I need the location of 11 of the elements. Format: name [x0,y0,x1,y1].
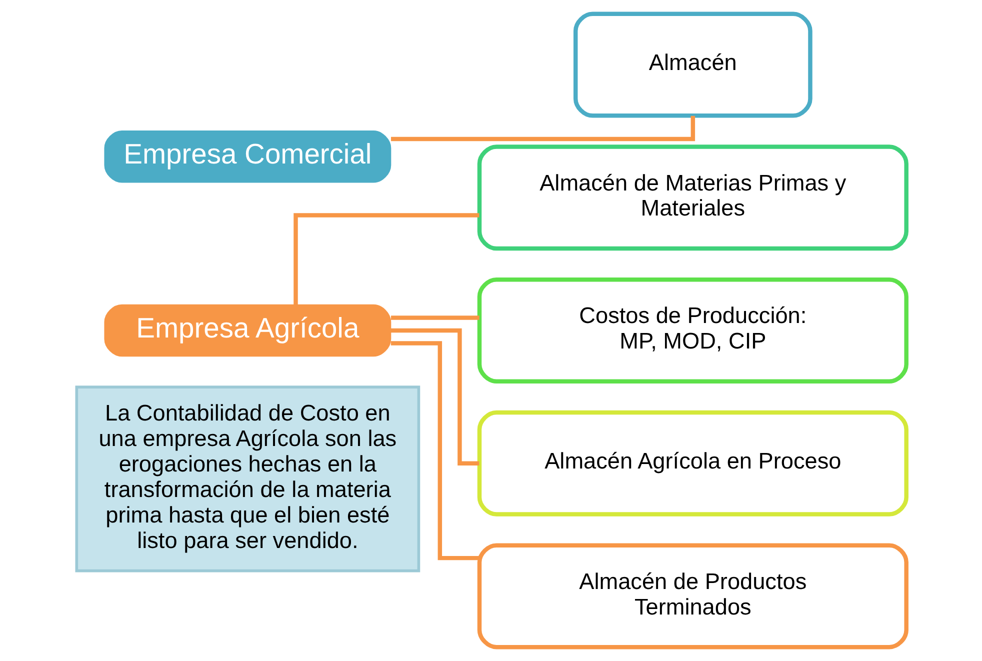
node-box: Empresa Agrícola [104,304,391,357]
node-box: Costos de Producción: MP, MOD, CIP [476,278,908,384]
connector [390,316,479,320]
node-box: Almacén de Productos Terminados [476,543,908,650]
connector [390,341,479,560]
node-box: Almacén de Materias Primas y Materiales [476,144,908,251]
node-box: Almacén [572,12,812,118]
node-box: La Contabilidad de Costo en una empresa Agrícola son las erogaciones hechas en la transformación de la materia prima hasta que el bien esté listo para ser vendido. [74,386,420,572]
node-box: Empresa Comercial [104,130,391,183]
node-box: Almacén Agrícola en Proceso [476,410,908,516]
connector [293,213,479,305]
